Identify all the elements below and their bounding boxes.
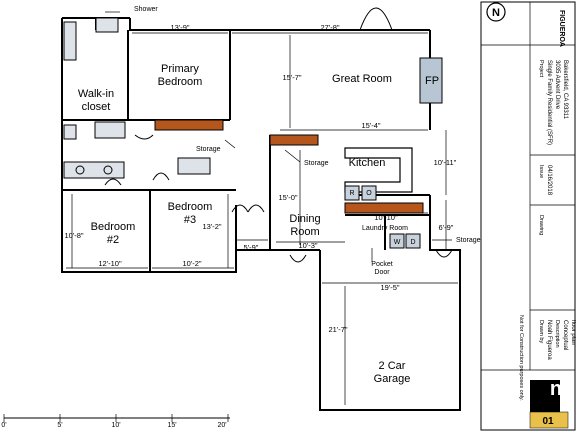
description-label: Description (554, 320, 560, 348)
oven (361, 185, 377, 201)
dim-kitchen-depth: 10'-11" (434, 158, 457, 167)
washer-label: W (394, 239, 401, 246)
scale-bar (3, 414, 230, 422)
project-label: Project (538, 60, 544, 78)
dim-bed2-width: 12'-10" (98, 259, 122, 268)
fireplace-label: FP (425, 75, 439, 87)
primary-bedroom-label-2: Bedroom (158, 76, 203, 88)
great-room-label: Great Room (332, 73, 392, 85)
issue-label: Issue (538, 165, 544, 178)
drawn-by: Noah Figueroa (546, 320, 552, 360)
dim-dining-width: 10'-3" (298, 241, 317, 250)
dim-great-depth: 15'-7" (282, 73, 301, 82)
sheet-number: 01 (542, 416, 554, 427)
laundry-cabinet (344, 202, 424, 214)
dryer-label: D (410, 239, 415, 246)
dim-laundry-width: 10'-10" (374, 213, 398, 222)
title-block (480, 1, 576, 431)
description-line-2: floor plan (570, 320, 576, 345)
storage-callout-kitchen: Storage (304, 160, 329, 167)
bedroom2-label-1: Bedroom (91, 221, 136, 233)
garage-label-1: 2 Car (379, 360, 406, 372)
scale-label-10: 10' (111, 422, 120, 429)
drawing-label: Drawing (538, 215, 544, 235)
bedroom3-label-2: #3 (184, 214, 196, 226)
dim-garage-width: 19'-5" (380, 283, 399, 292)
notice-label: Not for Construction purposes only. (518, 315, 524, 401)
callout-leaders (105, 11, 452, 262)
project-line-3: Bakersfield, CA 93311 (562, 60, 568, 120)
dining-room-label-2: Room (290, 226, 319, 238)
storage-callout-primary: Storage (196, 146, 221, 153)
walk-in-closet-label-2: closet (82, 101, 111, 113)
primary-bedroom-label-1: Primary (161, 63, 199, 75)
kitchen-counter (344, 147, 413, 193)
dim-laundry-depth: 6'-9" (439, 223, 454, 232)
scale-label-5: 5' (57, 422, 62, 429)
scale-label-20: 20' (217, 422, 226, 429)
washer (389, 233, 405, 249)
dryer (405, 233, 421, 249)
storage-closet-primary (154, 119, 224, 131)
north-arrow-icon (486, 2, 506, 22)
pocket-door-label-2: Door (374, 269, 390, 276)
dim-garage-depth: 21'-7" (328, 325, 347, 334)
logo-mark-n: n (550, 378, 562, 400)
door-swings (104, 7, 453, 263)
issue-date: 04/16/2018 (546, 165, 552, 196)
laundry-room-label: Laundry Room (362, 225, 408, 232)
project-line-2: 3035 Advent Drive (554, 60, 560, 110)
garage-label-2: Garage (374, 373, 411, 385)
walls (61, 17, 461, 411)
range-label: R (349, 190, 354, 197)
dim-bed2-depth: 10'-8" (64, 231, 83, 240)
bedroom2-label-2: #2 (107, 234, 119, 246)
dim-primary-width: 13'-9" (170, 23, 189, 32)
dining-room-label-1: Dining (289, 213, 320, 225)
scale-label-15: 15' (167, 422, 176, 429)
fireplace (419, 57, 443, 104)
drawn-by-label: Drawn by (538, 320, 544, 343)
storage-closet-kitchen (269, 134, 319, 146)
description-line-1: Conceptual (562, 320, 568, 350)
dim-great-width: 27'-8" (320, 23, 339, 32)
dim-bed3-depth: 13'-2" (202, 222, 221, 231)
dim-dining-depth: 15'-0" (278, 193, 297, 202)
walk-in-closet-label-1: Walk-in (78, 88, 114, 100)
kitchen-label: Kitchen (349, 157, 386, 169)
shower-callout: Shower (134, 6, 158, 13)
range (344, 185, 360, 201)
oven-label: O (366, 190, 372, 197)
dim-kitchen-width: 15'-4" (361, 121, 380, 130)
project-line-1: Single Family Residential (SFR) (546, 60, 552, 145)
pocket-door-label-1: Pocket (371, 261, 392, 268)
bedroom3-label-1: Bedroom (168, 201, 213, 213)
dimension-lines (66, 32, 458, 405)
logo-text: FIGUEROA (558, 10, 565, 47)
scale-label-0: 0' (1, 422, 6, 429)
north-arrow-letter: N (492, 7, 500, 19)
dim-hall: 5'-9" (244, 243, 259, 252)
storage-callout-laundry: Storage (456, 237, 481, 244)
bath-fixtures (63, 17, 211, 179)
dim-bed3-width: 10'-2" (182, 259, 201, 268)
